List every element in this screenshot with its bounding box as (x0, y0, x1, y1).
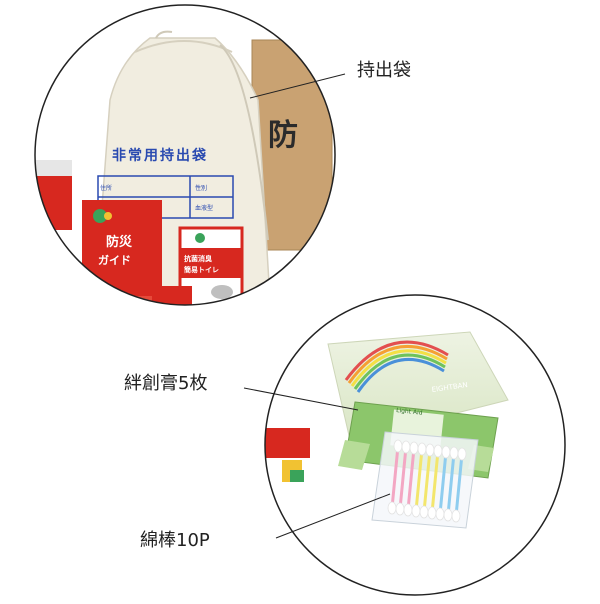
cotton-swab-pack (371, 431, 479, 529)
bandage-label: 絆創膏5枚 (124, 373, 208, 394)
first-aid-circle-outline (264, 294, 566, 596)
swab-callout-line (275, 493, 391, 539)
first-aid-photo-circle: EIGHTBAN Light Aid (264, 294, 566, 596)
bag-callout-line (249, 73, 346, 99)
left-red-package (265, 428, 310, 498)
bag-title-text: 非常用持出袋 (112, 147, 208, 164)
toilet-line2: 簡易トイレ (183, 265, 219, 274)
bag-circle-outline (34, 4, 336, 306)
bag-address-label: 住所 (100, 184, 112, 192)
box-print-text: 防 (268, 118, 298, 153)
bag-blood-label: 血液型 (195, 204, 213, 212)
bandage-callout-line (243, 387, 359, 411)
cotton-swab-label: 綿棒10P (140, 530, 210, 551)
bandage-brand: Light Aid (396, 407, 423, 417)
bag-form-grid (97, 175, 234, 219)
small-red-pack (152, 286, 192, 305)
guide-line1: 防災 (106, 234, 133, 250)
toilet-kit-package: 抗菌消臭 簡易トイレ (178, 226, 244, 305)
disaster-guide-booklet: 防災 ガイド (82, 200, 162, 305)
bag-photo-circle: 防 非常用持出袋 (34, 4, 336, 306)
bag-label: 持出袋 (357, 60, 411, 81)
bag-sex-label: 性別 (195, 184, 207, 192)
toilet-line1: 抗菌消臭 (184, 254, 212, 263)
guide-line2: ガイド (98, 253, 131, 267)
